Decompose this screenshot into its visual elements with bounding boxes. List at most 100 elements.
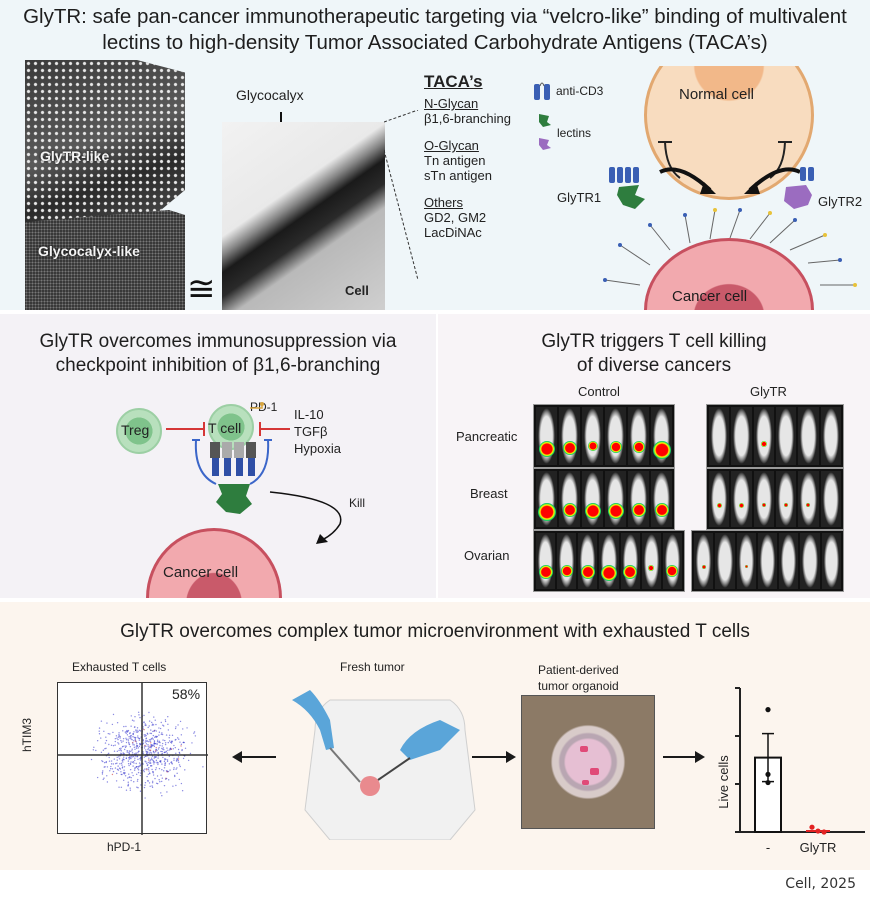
- flow-event: [162, 747, 165, 749]
- flow-event: [100, 737, 102, 739]
- flow-event: [149, 745, 151, 747]
- flow-event: [112, 713, 115, 716]
- flow-event: [118, 743, 120, 745]
- mouse-image: [605, 471, 626, 527]
- flow-event: [151, 755, 154, 757]
- organoid-dish-photo: [521, 695, 655, 829]
- flow-event: [110, 765, 112, 768]
- flow-event: [143, 756, 146, 758]
- flow-event: [167, 749, 169, 751]
- x-tick-label: GlyTR: [800, 840, 837, 855]
- flow-event: [175, 760, 178, 762]
- flow-event: [122, 759, 124, 761]
- breast-glytr-mice: [706, 468, 844, 530]
- flow-event: [106, 766, 109, 768]
- flow-event: [122, 761, 124, 763]
- mouse-image: [694, 533, 714, 589]
- flow-event: [134, 716, 136, 718]
- flow-event: [173, 768, 175, 771]
- flow-event: [150, 747, 152, 749]
- mouse-image: [599, 533, 619, 589]
- flow-event: [127, 763, 130, 765]
- flow-event: [124, 746, 127, 749]
- pancreatic-glytr-mice: [706, 404, 844, 468]
- flow-event: [123, 756, 125, 758]
- flow-event: [149, 746, 151, 748]
- flow-event: [135, 729, 137, 731]
- flow-event: [167, 741, 169, 744]
- flow-event: [120, 741, 123, 743]
- flow-event: [101, 760, 103, 762]
- flow-event: [120, 762, 123, 765]
- bioluminescence-signal: [580, 565, 595, 580]
- flow-event: [139, 742, 141, 745]
- flow-event: [98, 733, 101, 735]
- flow-event: [157, 762, 159, 764]
- flow-event: [178, 778, 181, 781]
- flow-event: [164, 759, 166, 761]
- flow-event: [160, 721, 162, 724]
- flow-event: [156, 739, 159, 741]
- flow-event: [120, 739, 122, 742]
- flow-event: [123, 766, 126, 768]
- flow-event: [111, 723, 114, 726]
- flow-event: [105, 761, 107, 764]
- flow-event: [165, 770, 168, 772]
- flow-event: [131, 748, 133, 750]
- flow-event: [148, 740, 150, 743]
- flow-event: [120, 771, 122, 773]
- flow-event: [127, 781, 129, 783]
- flow-event: [119, 763, 121, 765]
- flow-event: [134, 766, 136, 769]
- flow-event: [126, 751, 128, 753]
- lectin-icons: [539, 114, 551, 150]
- flow-event: [161, 750, 163, 753]
- flow-event: [110, 763, 113, 765]
- organoid-label-line1: Patient-derived: [538, 663, 619, 677]
- flow-event: [111, 768, 114, 770]
- mouse-image: [536, 407, 557, 465]
- mouse-image: [731, 471, 752, 527]
- flow-event: [133, 769, 136, 771]
- flow-event: [103, 777, 105, 779]
- flow-event: [180, 782, 183, 785]
- arrow-head-icon: [232, 751, 242, 763]
- flow-event: [134, 767, 136, 770]
- flow-event: [151, 785, 153, 787]
- flow-event: [106, 775, 108, 777]
- flow-event: [154, 729, 156, 731]
- flow-event: [158, 779, 160, 781]
- pancreatic-control-mice: [533, 404, 675, 468]
- flow-event: [137, 752, 139, 754]
- flow-event: [125, 725, 127, 728]
- flow-event: [161, 732, 163, 734]
- flow-event: [173, 774, 176, 777]
- organoid-label-line2: tumor organoid: [538, 679, 619, 693]
- flow-event: [140, 772, 142, 774]
- flow-event: [125, 737, 127, 740]
- flow-event: [121, 746, 124, 748]
- bottom-panel: GlyTR overcomes complex tumor microenvir…: [0, 602, 870, 870]
- flow-event: [158, 731, 161, 733]
- flow-cytometry-plot: [57, 682, 208, 835]
- flow-event: [139, 774, 142, 777]
- mouse-image: [709, 471, 730, 527]
- flow-event: [96, 776, 99, 779]
- flow-event: [127, 760, 130, 762]
- bioluminescence-signal: [654, 503, 669, 518]
- control-column-label: Control: [578, 384, 620, 399]
- flow-event: [182, 728, 184, 730]
- flow-event: [162, 756, 164, 759]
- mid-left-title-line2: checkpoint inhibition of β1,6-branching: [55, 355, 381, 376]
- flow-event: [152, 730, 154, 733]
- mouse-image: [582, 471, 603, 527]
- flow-event: [127, 783, 130, 785]
- flow-event: [103, 766, 105, 768]
- flow-event: [114, 744, 116, 746]
- flow-event: [154, 735, 157, 738]
- flow-event: [167, 723, 169, 726]
- flow-event: [125, 732, 127, 734]
- flow-event: [165, 750, 168, 753]
- mid-left-title: GlyTR overcomes immunosuppression via ch…: [0, 330, 436, 378]
- flow-event: [158, 767, 161, 770]
